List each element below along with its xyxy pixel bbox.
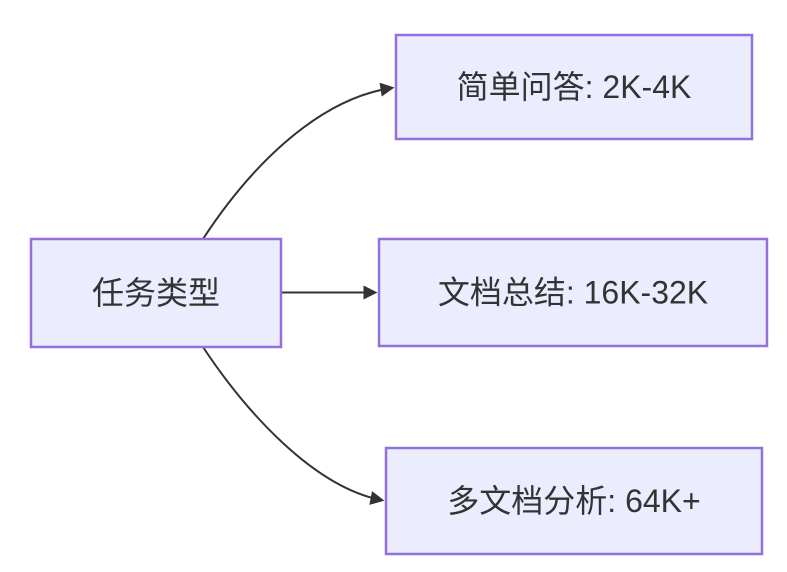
doc-summary-label: 文档总结: 16K-32K (438, 275, 708, 311)
task-type-label: 任务类型 (92, 275, 220, 311)
edge-task-type-to-simple-qa (202, 82, 395, 240)
node-task-type: 任务类型 (29, 237, 283, 349)
simple-qa-box (394, 33, 754, 141)
node-simple-qa: 简单问答: 2K-4K (394, 33, 754, 141)
edge-task-type-to-multi-doc-analysis (202, 346, 385, 505)
node-doc-summary: 文档总结: 16K-32K (377, 237, 769, 348)
task-type-box (29, 237, 283, 349)
simple-qa-label: 简单问答: 2K-4K (457, 69, 692, 105)
multi-doc-analysis-label: 多文档分析: 64K+ (447, 483, 700, 519)
node-multi-doc-analysis: 多文档分析: 64K+ (384, 446, 764, 556)
doc-summary-box (377, 237, 769, 348)
multi-doc-analysis-box (384, 446, 764, 556)
